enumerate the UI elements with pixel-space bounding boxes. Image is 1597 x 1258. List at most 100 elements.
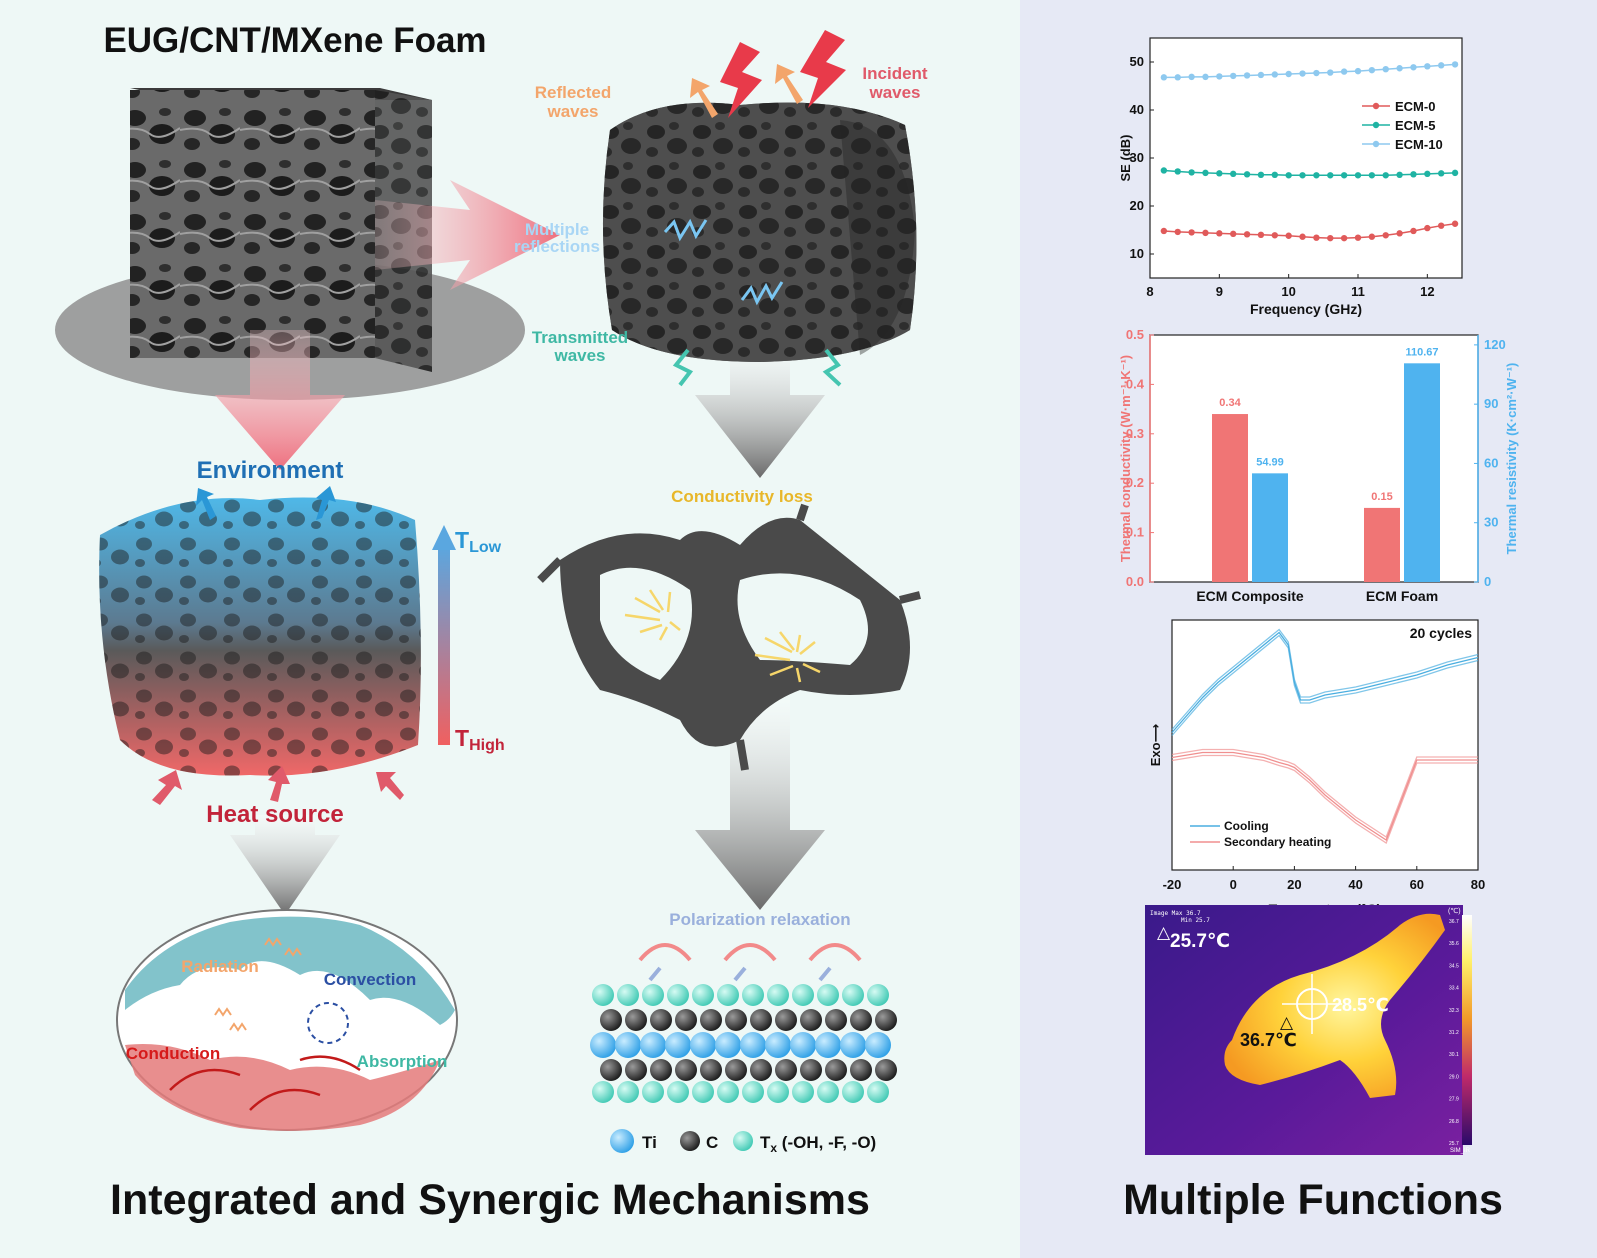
curve-heating	[1171, 754, 1478, 844]
data-point	[1174, 74, 1181, 81]
environment-arrow-2	[316, 486, 336, 520]
lattice-atom	[650, 1059, 672, 1081]
lattice-atom	[667, 1081, 689, 1103]
data-point	[1327, 172, 1334, 179]
y-tick-label: 40	[1130, 102, 1144, 117]
curve-heating	[1171, 751, 1478, 841]
convection-circle	[307, 1002, 349, 1044]
y-tick-label: 0.1	[1126, 525, 1144, 540]
lattice-atom	[792, 1081, 814, 1103]
lattice-atom	[700, 1009, 722, 1031]
legend-marker	[1372, 121, 1380, 129]
data-point	[1188, 73, 1195, 81]
data-point	[1285, 70, 1292, 78]
t-high-label: THigh	[455, 725, 505, 754]
incident-waves-line1: Incident	[862, 64, 928, 83]
x-tick-label: 11	[1351, 284, 1365, 299]
lattice-atom	[692, 1081, 714, 1103]
data-point	[1424, 170, 1431, 178]
lattice-atom	[825, 1059, 847, 1081]
x-axis-label: Frequency (GHz)	[1250, 301, 1362, 317]
ir-scale-ticks: 36.735.634.533.432.331.230.129.027.926.8…	[1449, 919, 1459, 1147]
legend-marker	[1372, 140, 1380, 148]
y-axis-label: SE (dB)	[1118, 135, 1133, 182]
bar-value-label: 0.34	[1219, 397, 1241, 409]
ir-scale-tick-label: 36.7	[1449, 919, 1459, 925]
data-point	[1396, 65, 1403, 72]
data-point	[1368, 233, 1376, 240]
data-point	[1271, 232, 1279, 239]
data-point	[1202, 169, 1209, 177]
spark-cluster-left	[624, 589, 681, 641]
data-point	[1327, 69, 1334, 76]
x-tick-label: 20	[1287, 877, 1301, 892]
absorption-label: Absorption	[357, 1052, 448, 1071]
emi-cube-side-shade	[840, 120, 915, 355]
y-tick-label: 10	[1130, 246, 1144, 261]
incident-waves-line2: waves	[868, 83, 920, 102]
lattice-atom	[617, 984, 639, 1006]
lattice-atom	[800, 1059, 822, 1081]
heat-arrow-2	[268, 766, 290, 802]
bar-conductivity	[1212, 414, 1248, 582]
polarization-label: Polarization relaxation	[669, 910, 850, 929]
data-point	[1230, 230, 1237, 238]
data-point	[1424, 63, 1431, 70]
transmitted-waves-line1: Transmitted	[532, 328, 628, 347]
data-point	[1188, 169, 1195, 176]
data-point	[1368, 66, 1376, 74]
lattice-atom	[715, 1032, 741, 1058]
lattice-atom	[667, 984, 689, 1006]
data-point	[1313, 69, 1320, 77]
multiple-reflections-line2: reflections	[514, 237, 600, 256]
reflected-arrow-1	[690, 78, 718, 118]
legend-ti-label: Ti	[642, 1133, 657, 1152]
ir-scale-tick-label: 29.0	[1449, 1074, 1459, 1080]
data-point	[1354, 172, 1362, 179]
multi-reflection-zig-1	[663, 218, 708, 242]
convection-label: Convection	[324, 970, 417, 989]
lattice-atom	[675, 1009, 697, 1031]
emi-cube-holes	[602, 102, 917, 362]
bar-conductivity	[1364, 507, 1400, 582]
lattice-atom	[867, 1081, 889, 1103]
data-point	[1424, 224, 1431, 232]
data-point	[1327, 234, 1334, 242]
lattice-atom	[665, 1032, 691, 1058]
lattice-atom	[717, 984, 739, 1006]
ir-scale-tick-label: 31.2	[1449, 1030, 1459, 1036]
bar-value-label: 0.15	[1371, 491, 1392, 503]
data-point	[1299, 172, 1306, 179]
data-point	[1354, 234, 1362, 241]
y-tick-label: 0.3	[1126, 426, 1144, 441]
t-low-label: TLow	[455, 527, 502, 556]
x-tick-label: 60	[1410, 877, 1424, 892]
data-point	[1368, 172, 1376, 179]
data-point	[1216, 73, 1223, 80]
x-tick-label: 10	[1281, 284, 1295, 299]
transmitted-waves-line2: waves	[553, 346, 605, 365]
series-line-ecm-5	[1163, 169, 1456, 177]
data-point	[1230, 170, 1237, 178]
series-line-ecm-10	[1163, 63, 1456, 79]
emi-foam-cube	[602, 102, 917, 362]
y2-tick-label: 90	[1484, 396, 1498, 411]
environment-label: Environment	[197, 457, 344, 484]
y-tick-label: 50	[1130, 54, 1144, 69]
temperature-gradient-bar	[438, 545, 450, 745]
curve-heating	[1171, 748, 1478, 838]
infrared-image: Image Max 36.7 Min 25.7 (℃) SIM_IR 36.73…	[1145, 905, 1472, 1155]
lattice-atom	[792, 984, 814, 1006]
arrow-down-to-polarization	[695, 700, 825, 910]
data-point	[1271, 171, 1279, 178]
ir-info-line1: Image Max 36.7	[1150, 910, 1201, 917]
lattice-atom	[767, 984, 789, 1006]
reflected-waves-line2: waves	[546, 102, 598, 121]
lattice-atom	[700, 1059, 722, 1081]
lattice-atom	[590, 1032, 616, 1058]
lattice-atom	[642, 984, 664, 1006]
legend-tx-marker	[733, 1131, 753, 1151]
data-point	[1313, 234, 1320, 241]
ir-hand-shape	[1224, 913, 1445, 1098]
incident-bolt-1	[720, 42, 762, 118]
